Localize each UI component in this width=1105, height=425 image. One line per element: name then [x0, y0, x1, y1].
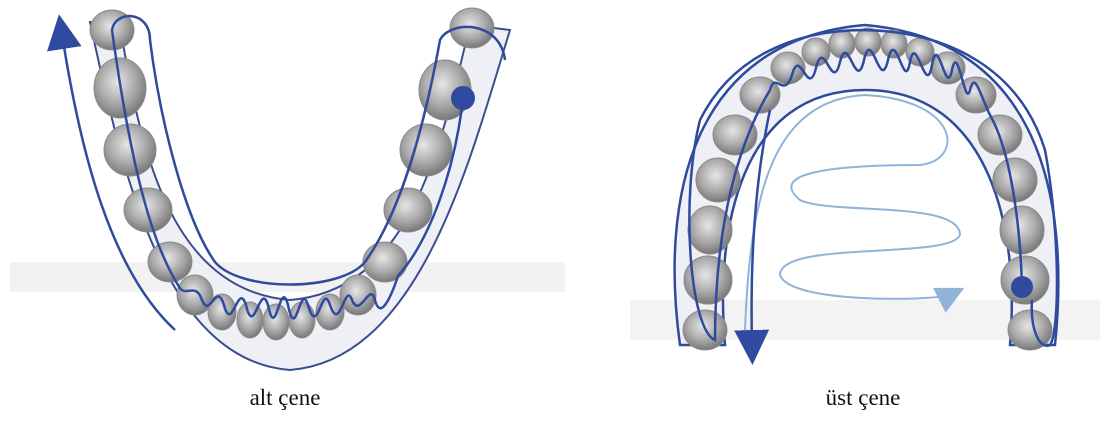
background-band [10, 262, 565, 292]
upper-jaw-diagram [620, 0, 1105, 380]
tooth [289, 302, 315, 338]
tooth [1000, 206, 1044, 254]
tooth [177, 275, 213, 315]
tooth [237, 302, 263, 338]
tooth [1008, 310, 1052, 350]
tooth [384, 188, 432, 232]
tooth [263, 304, 289, 340]
lower-jaw-diagram [0, 0, 570, 380]
tooth [148, 242, 192, 282]
tooth [713, 115, 757, 155]
lower-start-dot [451, 86, 475, 110]
tooth [104, 124, 156, 176]
upper-palate-path [745, 95, 960, 330]
tooth [363, 242, 407, 282]
lower-jaw-panel: alt çene [0, 0, 570, 425]
upper-jaw-caption: üst çene [788, 385, 938, 411]
upper-start-dot [1011, 276, 1033, 298]
upper-jaw-panel: üst çene [620, 0, 1105, 425]
lower-jaw-caption: alt çene [215, 385, 355, 411]
